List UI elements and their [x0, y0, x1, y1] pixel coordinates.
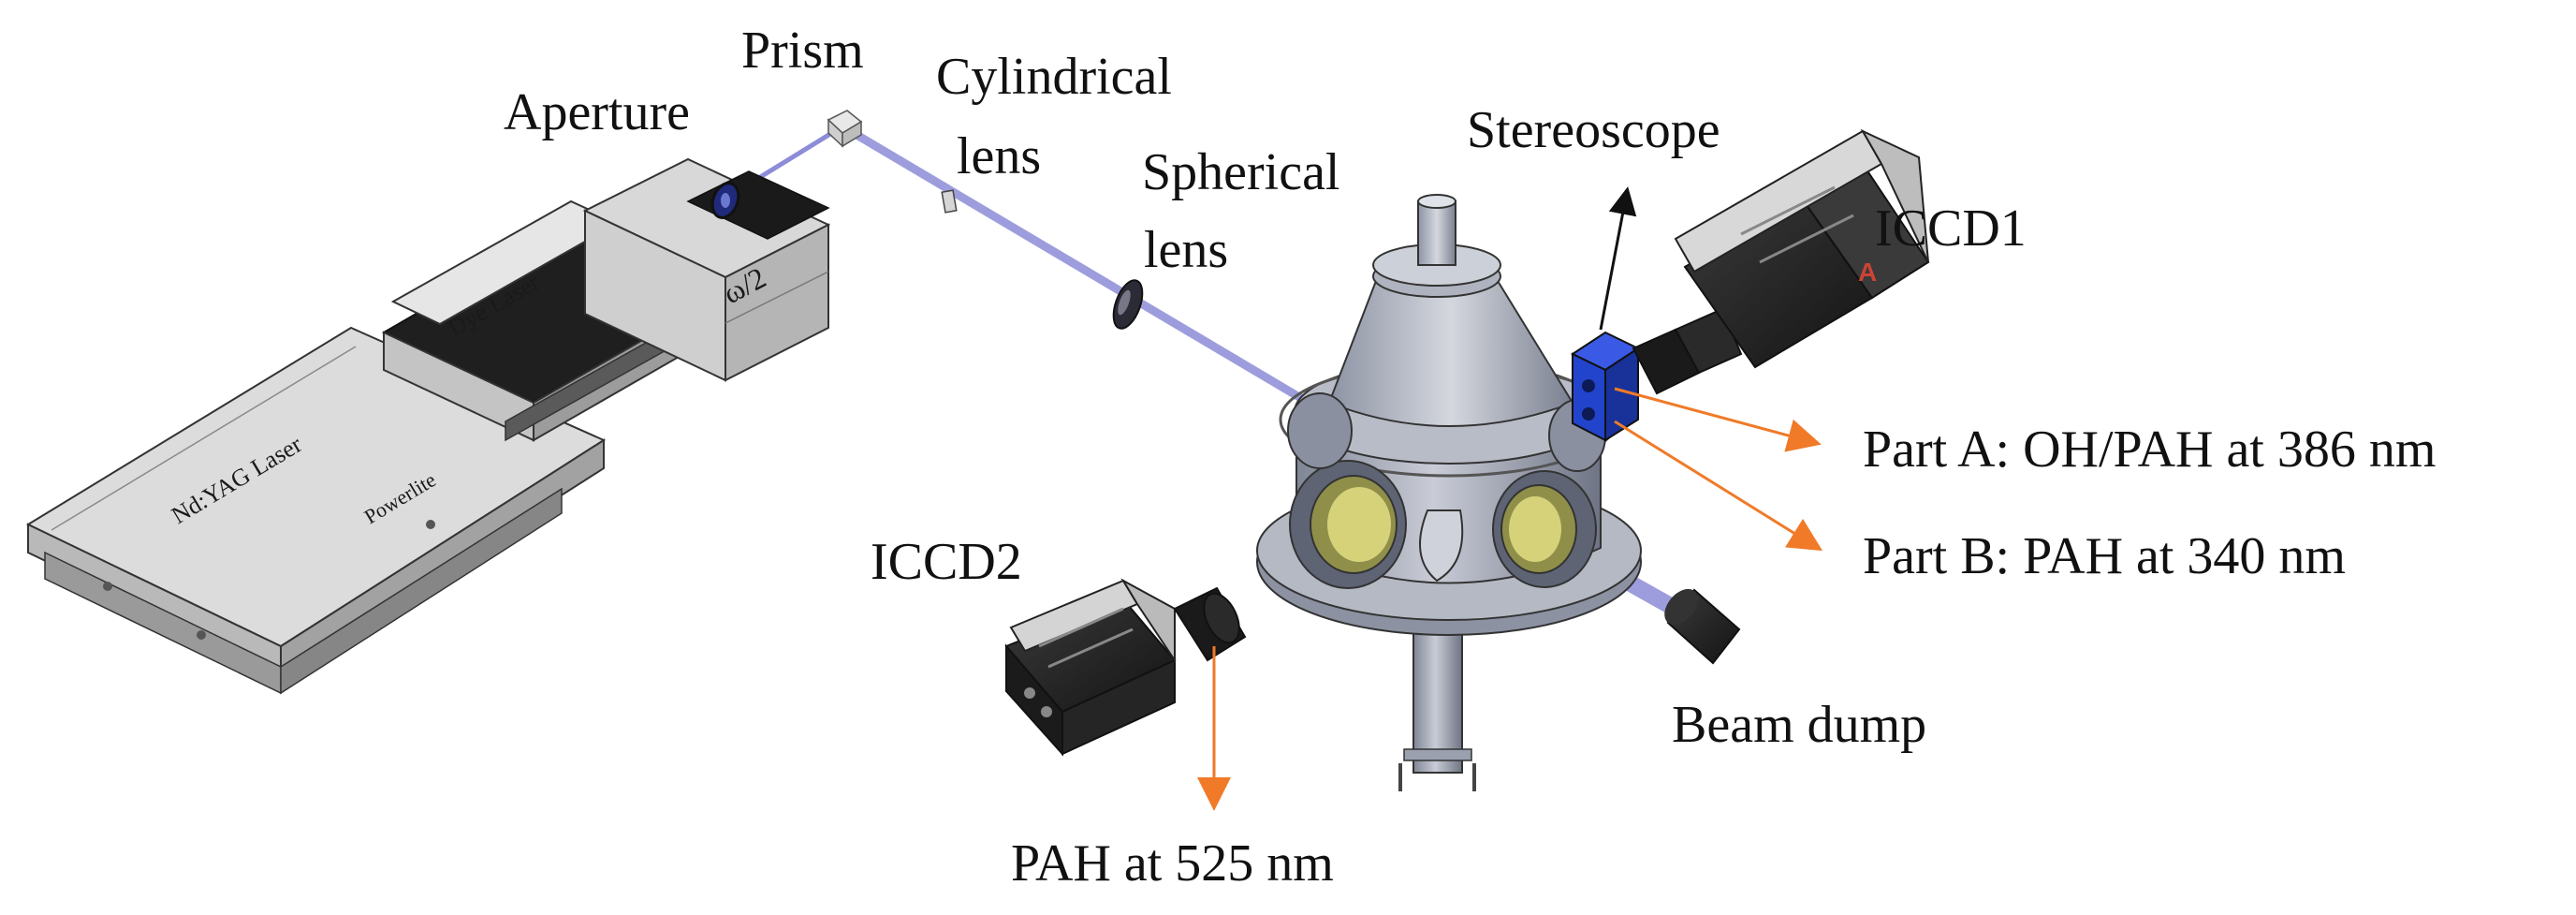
iccd1-label: ICCD1	[1875, 199, 2027, 258]
svg-text:A: A	[1858, 258, 1877, 287]
frequency-doubler: ω/2	[582, 157, 831, 382]
chamber-window-left	[1289, 460, 1407, 589]
aperture	[710, 182, 740, 219]
spherical-label-line1: Spherical	[1142, 143, 1339, 201]
prism-label: Prism	[741, 22, 864, 80]
cylindrical-label-line1: Cylindrical	[936, 48, 1172, 106]
cylindrical-label-line2: lens	[957, 127, 1041, 185]
prism	[827, 110, 863, 148]
pah-525-label: PAH at 525 nm	[1011, 834, 1334, 893]
stereoscope-arrow	[1599, 186, 1637, 331]
stereoscope-label: Stereoscope	[1467, 101, 1720, 159]
beam-prism-to-chamber	[840, 123, 1327, 416]
annotation-arrows	[1197, 186, 1823, 811]
part-b-arrow	[1614, 420, 1823, 552]
part-a-label: Part A: OH/PAH at 386 nm	[1863, 421, 2436, 479]
beam-dump-label: Beam dump	[1672, 696, 1926, 754]
labels: Prism Aperture Cylindrical lens Spherica…	[504, 22, 2436, 893]
chamber-window-right	[1492, 470, 1597, 588]
beam-dump	[1664, 588, 1741, 665]
cylindrical-lens	[941, 189, 958, 214]
part-b-label: Part B: PAH at 340 nm	[1863, 527, 2346, 585]
combustion-chamber	[1256, 194, 1642, 791]
stereoscope	[1570, 331, 1641, 442]
part-a-arrow	[1614, 387, 1822, 452]
spherical-label-line2: lens	[1144, 221, 1228, 279]
spherical-lens	[1112, 279, 1144, 330]
iccd1-camera: A	[1632, 128, 1930, 395]
ndyag-laser: Nd:YAG Laser Powerlite	[25, 326, 607, 695]
aperture-label: Aperture	[504, 83, 690, 141]
iccd2-camera	[1004, 578, 1247, 757]
iccd2-label: ICCD2	[871, 533, 1022, 591]
